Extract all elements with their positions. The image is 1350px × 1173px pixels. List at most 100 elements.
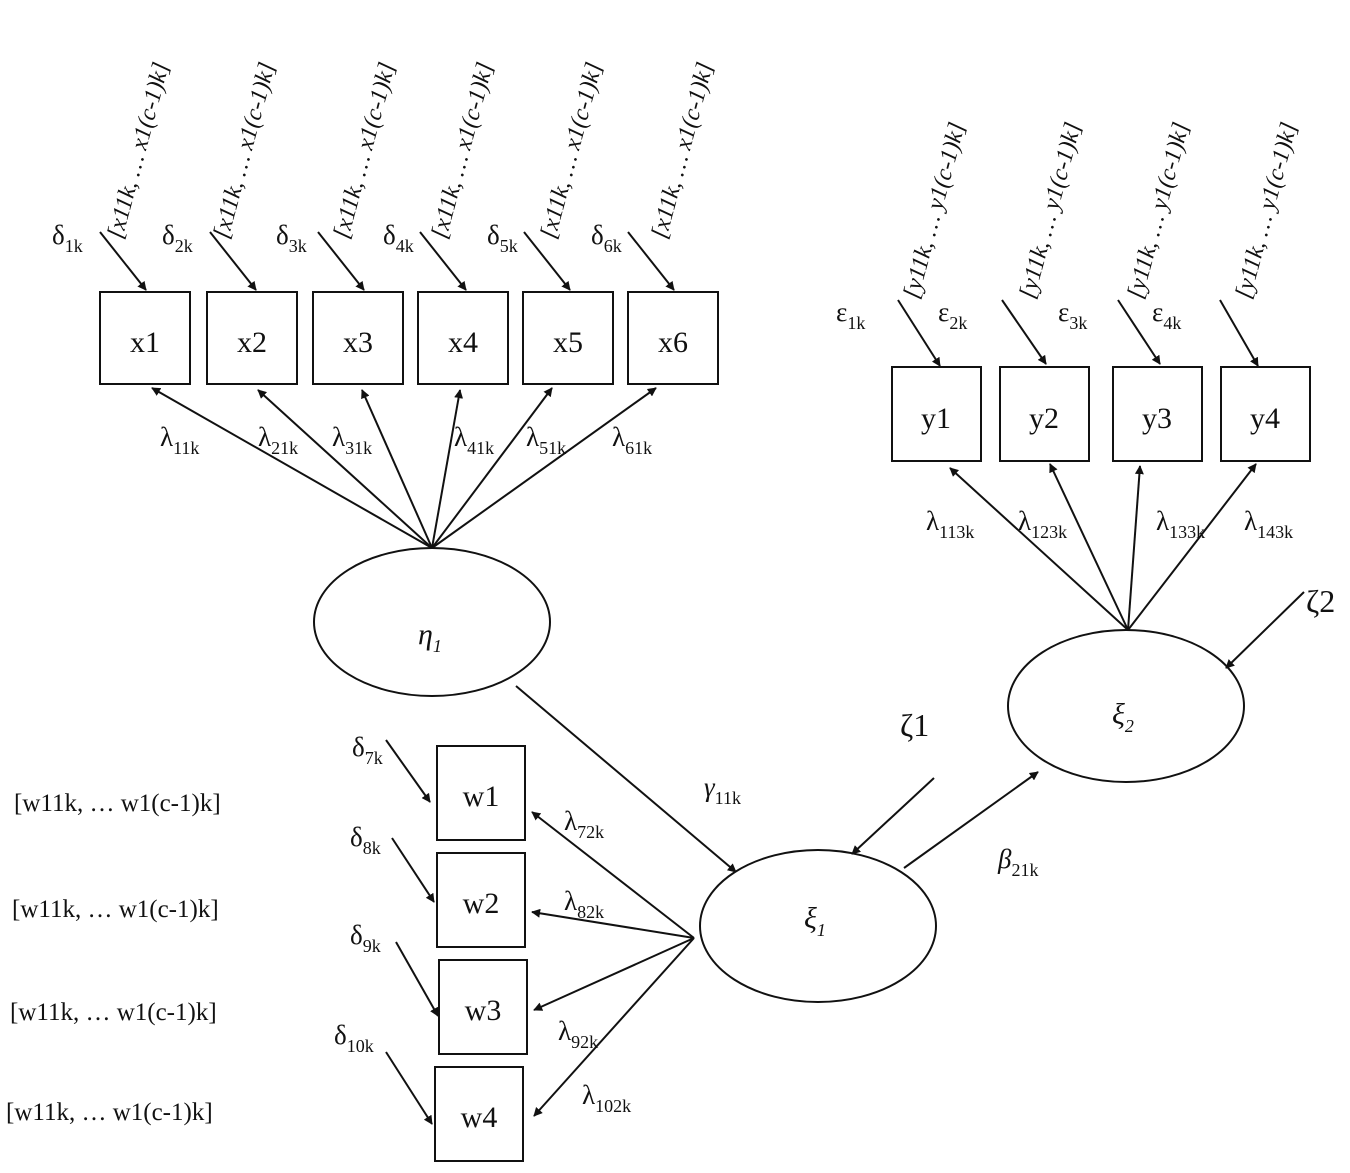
lambda123-label: λ123k bbox=[1018, 506, 1067, 542]
lambda31-arrow bbox=[361, 389, 433, 549]
gamma-label: γ11k bbox=[704, 772, 741, 808]
delta9-label: δ9k bbox=[350, 920, 381, 956]
w1-box bbox=[436, 745, 526, 841]
epsilon2-arrow bbox=[1001, 299, 1047, 365]
delta2-arrow bbox=[209, 231, 257, 291]
epsilon3-arrow bbox=[1117, 299, 1161, 365]
w4-category-label: [w11k, … w1(c-1)k] bbox=[6, 1099, 213, 1126]
y2-label: y2 bbox=[1029, 402, 1059, 435]
zeta2-arrow bbox=[1225, 591, 1305, 669]
lambda11-label: λ11k bbox=[160, 422, 199, 458]
beta-label: β21k bbox=[997, 844, 1038, 880]
delta4-label: δ4k bbox=[383, 220, 414, 256]
w1-category-label: [w11k, … w1(c-1)k] bbox=[14, 790, 221, 817]
x1-box bbox=[99, 291, 191, 385]
lambda143-arrow bbox=[1127, 463, 1257, 631]
lambda41-arrow bbox=[431, 389, 464, 549]
lambda113-arrow bbox=[949, 467, 1129, 631]
epsilon1-arrow bbox=[897, 299, 941, 367]
lambda133-arrow bbox=[1127, 465, 1144, 631]
lambda21-arrow bbox=[257, 389, 433, 549]
delta9-arrow bbox=[395, 941, 439, 1017]
xi1-label: ξ1 bbox=[804, 902, 826, 940]
x3-box bbox=[312, 291, 404, 385]
y4-box bbox=[1220, 366, 1311, 462]
y1-category-label: [y11k, … y1(c-1)k] bbox=[899, 120, 971, 302]
lambda72-arrow bbox=[531, 811, 695, 939]
delta7-arrow bbox=[385, 739, 431, 803]
xi1-ellipse bbox=[699, 849, 937, 1003]
lambda102-arrow bbox=[533, 937, 695, 1117]
lambda123-arrow bbox=[1049, 463, 1129, 631]
lambda143-label: λ143k bbox=[1244, 506, 1293, 542]
lambda82-arrow bbox=[531, 908, 695, 939]
x6-category-label: [x11k, … x1(c-1)k] bbox=[647, 60, 719, 242]
y1-box bbox=[891, 366, 982, 462]
delta10-arrow bbox=[385, 1051, 433, 1125]
lambda61-label: λ61k bbox=[612, 422, 652, 458]
lambda21-label: λ21k bbox=[258, 422, 298, 458]
x2-category-label: [x11k, … x1(c-1)k] bbox=[209, 60, 281, 242]
lambda51-label: λ51k bbox=[526, 422, 566, 458]
lambda82-label: λ82k bbox=[564, 886, 604, 922]
beta-arrow bbox=[903, 771, 1039, 869]
delta8-label: δ8k bbox=[350, 822, 381, 858]
epsilon3-label: ε3k bbox=[1058, 297, 1087, 333]
w3-box bbox=[438, 959, 528, 1055]
epsilon4-label: ε4k bbox=[1152, 297, 1181, 333]
epsilon2-label: ε2k bbox=[938, 297, 967, 333]
w2-category-label: [w11k, … w1(c-1)k] bbox=[12, 896, 219, 923]
x4-label: x4 bbox=[448, 326, 478, 359]
delta3-label: δ3k bbox=[276, 220, 307, 256]
delta6-arrow bbox=[627, 231, 675, 291]
x6-box bbox=[627, 291, 719, 385]
w1-label: w1 bbox=[463, 780, 500, 813]
lambda72-label: λ72k bbox=[564, 806, 604, 842]
x4-category-label: [x11k, … x1(c-1)k] bbox=[427, 60, 499, 242]
y4-category-label: [y11k, … y1(c-1)k] bbox=[1231, 120, 1303, 302]
epsilon1-label: ε1k bbox=[836, 297, 865, 333]
x3-label: x3 bbox=[343, 326, 373, 359]
gamma-arrow bbox=[515, 685, 737, 873]
eta1-label: η1 bbox=[418, 618, 442, 656]
y4-label: y4 bbox=[1250, 402, 1280, 435]
y2-box bbox=[999, 366, 1090, 462]
w2-box bbox=[436, 852, 526, 948]
x1-category-label: [x11k, … x1(c-1)k] bbox=[103, 60, 175, 242]
delta4-arrow bbox=[419, 231, 467, 291]
y3-box bbox=[1112, 366, 1203, 462]
x5-box bbox=[522, 291, 614, 385]
lambda31-label: λ31k bbox=[332, 422, 372, 458]
epsilon4-arrow bbox=[1219, 299, 1259, 367]
lambda92-label: λ92k bbox=[558, 1016, 598, 1052]
delta7-label: δ7k bbox=[352, 732, 383, 768]
x2-box bbox=[206, 291, 298, 385]
y3-label: y3 bbox=[1142, 402, 1172, 435]
lambda41-label: λ41k bbox=[454, 422, 494, 458]
delta1-arrow bbox=[99, 231, 147, 291]
delta10-label: δ10k bbox=[334, 1020, 374, 1056]
delta3-arrow bbox=[317, 231, 365, 291]
w2-label: w2 bbox=[463, 887, 500, 920]
delta6-label: δ6k bbox=[591, 220, 622, 256]
xi2-label: ξ2 bbox=[1112, 698, 1134, 736]
x4-box bbox=[417, 291, 509, 385]
zeta1-arrow bbox=[851, 777, 935, 855]
x1-label: x1 bbox=[130, 326, 160, 359]
x5-label: x5 bbox=[553, 326, 583, 359]
lambda92-arrow bbox=[533, 937, 695, 1011]
delta5-arrow bbox=[523, 231, 571, 291]
w4-label: w4 bbox=[461, 1101, 498, 1134]
y1-label: y1 bbox=[921, 402, 951, 435]
lambda51-arrow bbox=[431, 387, 553, 549]
delta1-label: δ1k bbox=[52, 220, 83, 256]
lambda61-arrow bbox=[431, 387, 657, 549]
lambda133-label: λ133k bbox=[1156, 506, 1205, 542]
w3-label: w3 bbox=[465, 994, 502, 1027]
eta1-ellipse bbox=[313, 547, 551, 697]
delta8-arrow bbox=[391, 837, 435, 903]
x6-label: x6 bbox=[658, 326, 688, 359]
zeta1-label: ζ1 bbox=[900, 707, 929, 743]
x5-category-label: [x11k, … x1(c-1)k] bbox=[536, 60, 608, 242]
